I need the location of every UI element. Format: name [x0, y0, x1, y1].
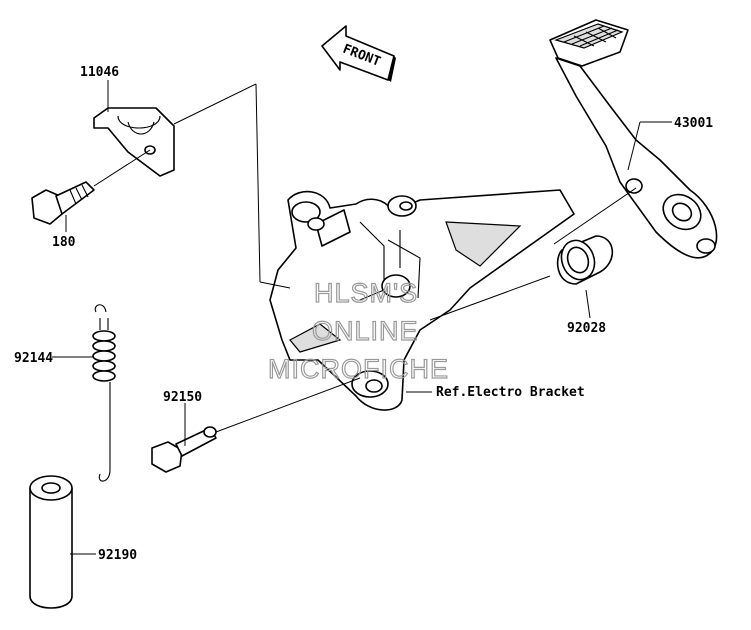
- pivot-bolt-part: [151, 426, 217, 473]
- label-reference: Ref.Electro Bracket: [436, 385, 585, 400]
- label-pedal: 43001: [674, 116, 713, 131]
- bushing-part: [556, 235, 614, 285]
- watermark-line-1: HLSM'S: [314, 278, 418, 308]
- watermark-line-2: ONLINE: [312, 316, 419, 346]
- front-arrow: FRONT: [321, 25, 396, 82]
- label-bolt: 180: [52, 235, 76, 250]
- bolt-part: [31, 181, 95, 225]
- clamp-part: [93, 107, 175, 177]
- sleeve-part: [29, 475, 73, 609]
- watermark-line-3: MICROFICHE: [268, 354, 449, 384]
- label-pivot-bolt: 92150: [163, 390, 202, 405]
- spring-part: [92, 304, 116, 482]
- pedal-part: [549, 19, 718, 259]
- assembly-lines: [52, 80, 672, 555]
- watermark: HLSM'S ONLINE MICROFICHE: [267, 277, 449, 384]
- label-bushing: 92028: [567, 321, 606, 336]
- label-clamp: 11046: [80, 65, 119, 80]
- bracket-part: [269, 189, 575, 411]
- label-spring: 92144: [14, 351, 53, 366]
- label-sleeve: 92190: [98, 548, 137, 563]
